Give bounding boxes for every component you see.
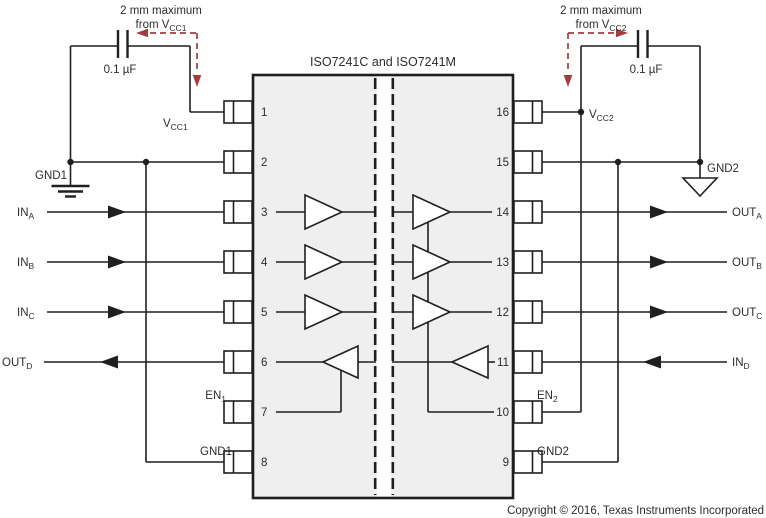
- capacitor-icon: [116, 30, 129, 58]
- signal-arrow-icon: [650, 205, 668, 219]
- pin-number-5: 5: [261, 307, 267, 319]
- red-arrow-down-icon: [563, 75, 573, 87]
- pin-number-14: 14: [496, 207, 509, 219]
- out-d-label: OUTD: [2, 357, 32, 371]
- pin-10-box: [513, 400, 543, 424]
- out-c-label: OUTC: [732, 307, 762, 321]
- signal-arrow-icon: [108, 255, 126, 269]
- buffer-b-side1-icon: [304, 243, 344, 281]
- pin-13-box: [513, 250, 543, 274]
- pin-number-15: 15: [496, 157, 509, 169]
- gnd2-bottom-label: GND2: [537, 446, 569, 458]
- pin-2-box: [223, 150, 253, 174]
- buffer-a-side1-icon: [304, 193, 344, 231]
- buffer-b-side2-icon: [412, 243, 452, 281]
- vcc2-label: VCC2: [589, 109, 614, 123]
- pin-number-7: 7: [261, 407, 267, 419]
- annotation-left-line1: 2 mm maximum: [120, 5, 202, 17]
- buffer-d-side1-icon: [321, 344, 359, 380]
- pin-7-box: [223, 400, 253, 424]
- pin-5-box: [223, 300, 253, 324]
- placement-annotation-right: [563, 28, 628, 87]
- capacitor-right-value: 0.1 µF: [630, 64, 663, 76]
- pin-9-box: [513, 450, 543, 474]
- pin-15-box: [513, 150, 543, 174]
- signal-arrow-icon: [650, 305, 668, 319]
- buffer-a-side2-icon: [412, 193, 452, 231]
- out-b-label: OUTB: [732, 257, 762, 271]
- in-b-label: INB: [17, 257, 35, 271]
- signal-arrow-icon: [100, 355, 118, 369]
- internal-channels: [276, 193, 495, 413]
- signal-arrow-icon: [650, 255, 668, 269]
- left-pin-boxes: [223, 100, 253, 474]
- ic-package: [251, 73, 515, 500]
- pin-number-6: 6: [261, 357, 267, 369]
- buffer-d-side2-icon: [450, 344, 489, 380]
- pin-number-8: 8: [261, 457, 267, 469]
- pin-12-box: [513, 300, 543, 324]
- pin-6-box: [223, 350, 253, 374]
- pin-number-12: 12: [496, 307, 509, 319]
- side1-external-wiring: [44, 30, 224, 463]
- annotation-right-line2: from VCC2: [576, 19, 627, 33]
- pin-1-box: [223, 100, 253, 124]
- text-labels: ISO7241C and ISO7241M 2 mm maximum from …: [2, 5, 764, 517]
- in-a-label: INA: [17, 207, 35, 221]
- annotation-left-line2: from VCC1: [136, 19, 187, 33]
- isolation-gap: [376, 76, 392, 497]
- red-arrow-left-icon: [136, 28, 148, 38]
- en2-label: EN2: [537, 390, 558, 404]
- gnd1-bottom-label: GND1: [200, 446, 232, 458]
- capacitor-left-value: 0.1 µF: [104, 64, 137, 76]
- copyright-notice: Copyright © 2016, Texas Instruments Inco…: [507, 505, 764, 517]
- gnd1-top-label: GND1: [35, 170, 67, 182]
- in-d-label: IND: [732, 357, 750, 371]
- pin-16-box: [513, 100, 543, 124]
- right-pin-boxes: [513, 100, 543, 474]
- pin-11-box: [513, 350, 543, 374]
- red-arrow-down-icon: [192, 75, 202, 87]
- pin-14-box: [513, 200, 543, 224]
- pin-number-2: 2: [261, 157, 267, 169]
- side2-external-wiring: [542, 30, 727, 463]
- pin-number-4: 4: [261, 257, 268, 269]
- red-arrow-right-icon: [616, 28, 628, 38]
- pin-3-box: [223, 200, 253, 224]
- buffer-c-side2-icon: [412, 293, 452, 331]
- pin-number-10: 10: [496, 407, 509, 419]
- pin-number-3: 3: [261, 207, 267, 219]
- placement-annotation-left: [136, 28, 202, 87]
- pin-number-16: 16: [496, 107, 509, 119]
- pin-number-13: 13: [496, 257, 509, 269]
- pin-8-box: [223, 450, 253, 474]
- pin-number-1: 1: [261, 107, 267, 119]
- annotation-right-line1: 2 mm maximum: [560, 5, 642, 17]
- out-a-label: OUTA: [732, 207, 762, 221]
- ic-title: ISO7241C and ISO7241M: [310, 55, 456, 69]
- signal-arrow-icon: [643, 355, 661, 369]
- gnd2-top-label: GND2: [707, 163, 739, 175]
- junction-dot: [577, 108, 585, 116]
- in-c-label: INC: [17, 307, 35, 321]
- pin-4-box: [223, 250, 253, 274]
- pin-number-11: 11: [497, 357, 509, 369]
- earth-ground-icon: [51, 162, 90, 198]
- pin-number-9: 9: [503, 457, 509, 469]
- buffer-c-side1-icon: [304, 293, 344, 331]
- signal-arrow-icon: [108, 305, 126, 319]
- capacitor-icon: [636, 30, 649, 58]
- en1-label: EN1: [205, 390, 226, 404]
- vcc1-label: VCC1: [163, 118, 188, 132]
- chassis-ground-icon: [681, 162, 719, 198]
- signal-arrow-icon: [108, 205, 126, 219]
